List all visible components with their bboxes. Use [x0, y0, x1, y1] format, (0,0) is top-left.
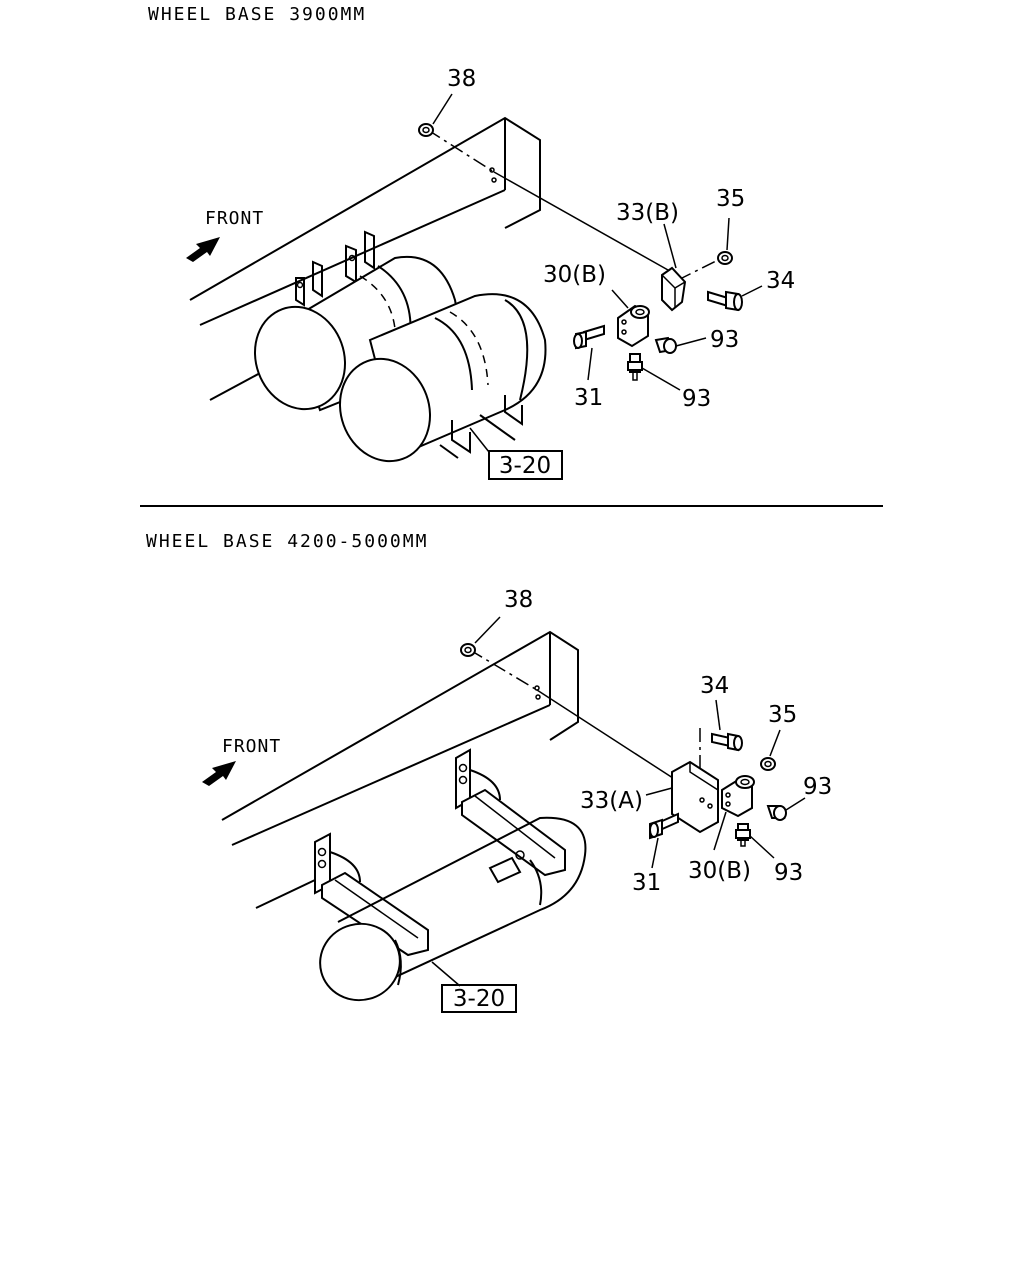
upper-label-38: 38 [447, 66, 476, 92]
lower-label-93a: 93 [803, 774, 832, 800]
lower-bolt-34-icon [711, 732, 743, 752]
upper-valve-30b [617, 304, 650, 348]
lower-label-35: 35 [768, 702, 797, 728]
lower-heading: WHEEL BASE 4200-5000MM [146, 531, 429, 552]
lower-ref-label: 3-20 [453, 986, 505, 1012]
lower-bolt-31-icon [649, 812, 679, 840]
lower-rear-bracket [455, 748, 566, 877]
upper-ref-box [488, 450, 563, 480]
upper-bolt-34-icon [707, 290, 743, 312]
upper-fitting-93b-icon [627, 353, 643, 381]
upper-tank-mounts [439, 395, 523, 459]
upper-label-34: 34 [766, 268, 795, 294]
upper-label-30: 30(B) [543, 262, 606, 288]
lower-label-34: 34 [700, 673, 729, 699]
lower-nut-38-icon [460, 643, 476, 657]
lower-alignment-line-a [469, 649, 538, 691]
upper-bracket-33b [661, 266, 687, 312]
upper-alignment-line-c [677, 257, 723, 281]
lower-label-33: 33(A) [580, 788, 643, 814]
upper-front-arrow-icon [186, 237, 220, 262]
upper-label-33: 33(B) [616, 200, 679, 226]
upper-nut-38-icon [418, 123, 434, 137]
upper-alignment-line-b [493, 171, 669, 271]
lower-front-label: FRONT [222, 736, 281, 757]
lower-valve-30b [721, 775, 755, 818]
lower-front-arrow-icon [202, 761, 236, 786]
upper-tank-hangers [295, 230, 375, 307]
lower-label-30: 30(B) [688, 858, 751, 884]
upper-nut-35-icon [717, 251, 733, 265]
lower-front-bracket [314, 832, 429, 957]
upper-label-93a: 93 [710, 327, 739, 353]
lower-diagram: FRONT 3-20 [202, 587, 832, 1013]
upper-label-31: 31 [574, 385, 603, 411]
upper-front-label: FRONT [205, 208, 264, 229]
lower-fitting-93a-icon [766, 805, 787, 821]
upper-label-35: 35 [716, 186, 745, 212]
lower-air-tank [319, 816, 587, 1002]
upper-front-air-tank [338, 293, 547, 463]
lower-ref-box [441, 984, 517, 1013]
lower-alignment-line-b [536, 689, 677, 781]
upper-bolt-31-icon [573, 324, 605, 350]
upper-label-93b: 93 [682, 386, 711, 412]
upper-alignment-line-a [427, 129, 495, 173]
upper-heading: WHEEL BASE 3900MM [148, 4, 367, 25]
lower-nut-35-icon [760, 757, 776, 771]
lower-fitting-93b-icon [735, 823, 751, 847]
upper-frame-rail [189, 116, 541, 401]
lower-label-31: 31 [632, 870, 661, 896]
upper-fitting-93a-icon [654, 336, 677, 354]
upper-ref-label: 3-20 [499, 453, 551, 479]
lower-label-93b: 93 [774, 860, 803, 886]
lower-frame-rail [221, 630, 579, 909]
upper-diagram: FRONT [186, 66, 795, 480]
lower-label-38: 38 [504, 587, 533, 613]
lower-bracket-33a [671, 760, 719, 834]
